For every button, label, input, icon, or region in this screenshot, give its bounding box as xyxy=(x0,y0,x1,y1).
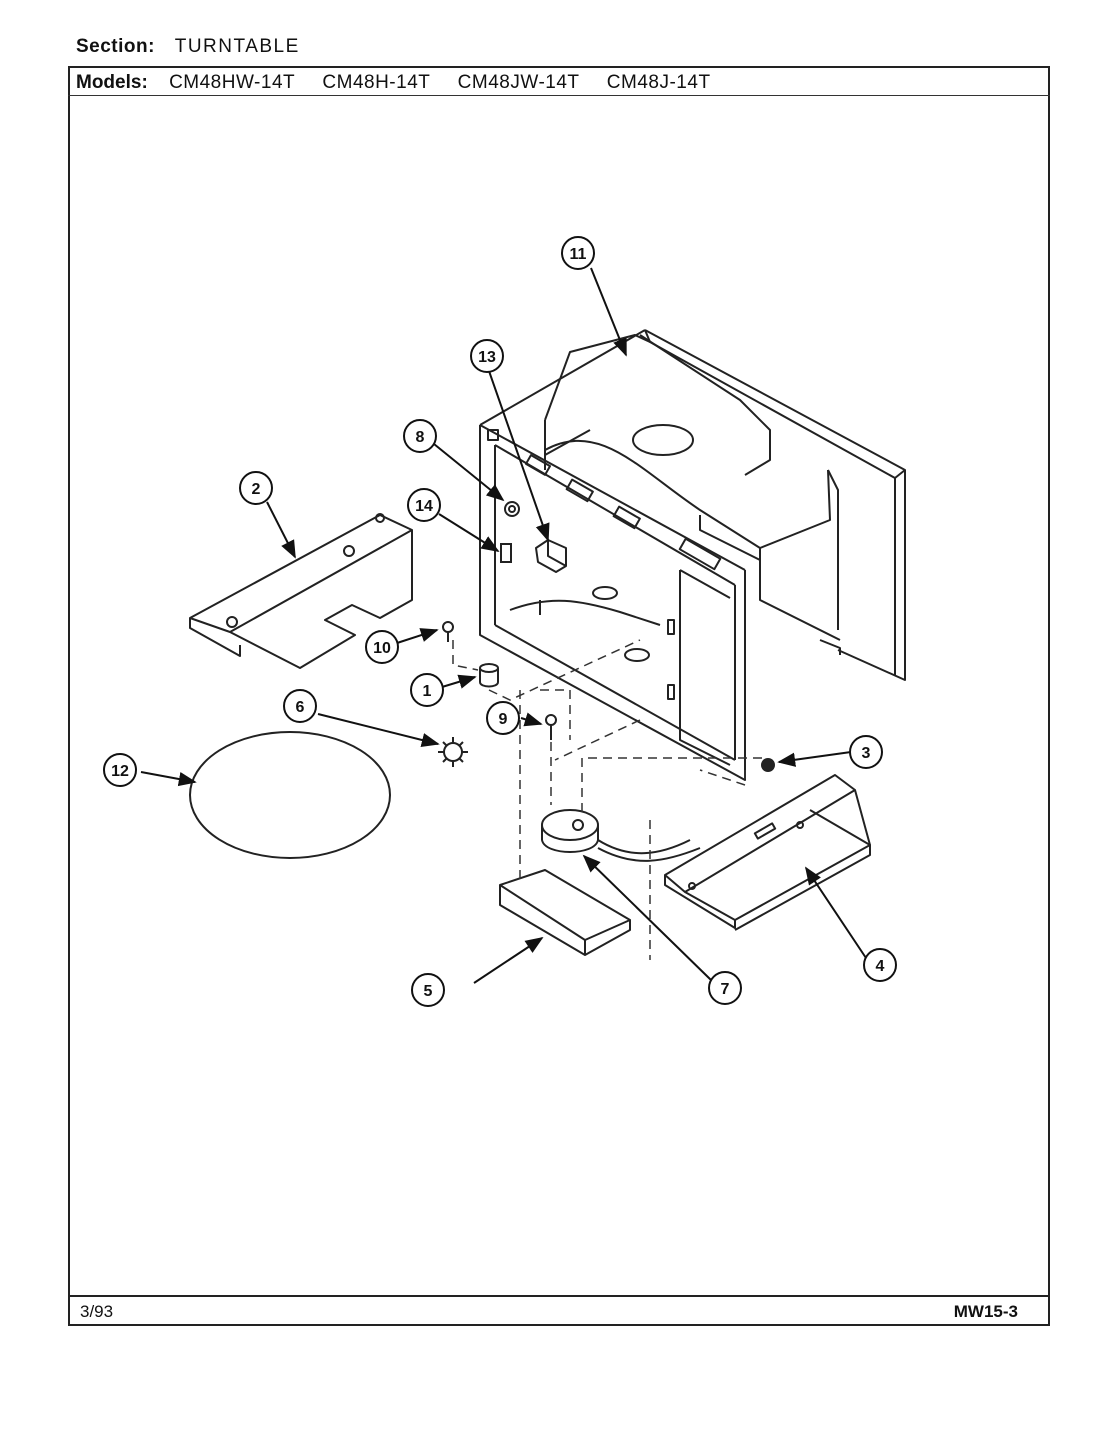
models-label: Models: xyxy=(76,72,148,93)
callout-11: 11 xyxy=(561,236,595,270)
section-value: TURNTABLE xyxy=(174,36,300,57)
callout-number: 14 xyxy=(415,498,433,515)
callout-number: 11 xyxy=(570,246,587,263)
callout-9: 9 xyxy=(486,701,520,735)
callout-number: 10 xyxy=(373,640,391,657)
callout-13: 13 xyxy=(470,339,504,373)
part-14-clip xyxy=(500,543,512,563)
model-3: CM48JW-14T xyxy=(457,72,580,93)
callout-number: 7 xyxy=(721,981,730,998)
callout-circle xyxy=(561,236,595,270)
callout-circle xyxy=(863,948,897,982)
callout-circle xyxy=(849,735,883,769)
header-divider xyxy=(68,95,1050,96)
part-1-coupler xyxy=(479,663,499,688)
models-line: Models: CM48HW-14T CM48H-14T CM48JW-14T … xyxy=(76,72,711,94)
part-4-motor-bracket xyxy=(664,774,871,931)
assembly-leader-lines xyxy=(452,639,768,960)
callout-number: 5 xyxy=(424,983,433,1000)
part-10-screw xyxy=(442,621,454,642)
callout-circle xyxy=(410,673,444,707)
callout-10: 10 xyxy=(365,630,399,664)
section-line: Section: TURNTABLE xyxy=(76,36,300,58)
callout-circle xyxy=(486,701,520,735)
callout-3: 3 xyxy=(849,735,883,769)
part-12-turntable-tray xyxy=(189,731,391,859)
callout-1: 1 xyxy=(410,673,444,707)
callout-number: 8 xyxy=(416,429,425,446)
callout-circle xyxy=(239,471,273,505)
callout-number: 12 xyxy=(111,763,129,780)
callout-4: 4 xyxy=(863,948,897,982)
callout-number: 13 xyxy=(478,349,496,366)
callout-12: 12 xyxy=(103,753,137,787)
callout-8: 8 xyxy=(403,419,437,453)
callout-number: 2 xyxy=(252,481,261,498)
part-9-screw xyxy=(545,714,557,740)
callout-7: 7 xyxy=(708,971,742,1005)
callout-circle xyxy=(407,488,441,522)
part-7-motor xyxy=(541,809,701,862)
model-4: CM48J-14T xyxy=(606,72,711,93)
callout-circle xyxy=(411,973,445,1007)
callout-circle xyxy=(403,419,437,453)
part-2-bracket xyxy=(189,513,413,669)
part-13-switch xyxy=(535,539,567,573)
diagram-frame xyxy=(68,66,1050,1326)
footer-date: 3/93 xyxy=(80,1302,114,1321)
footer-code: MW15-3 xyxy=(953,1302,1018,1321)
model-2: CM48H-14T xyxy=(322,72,431,93)
part-3-grommet xyxy=(761,758,775,772)
callout-5: 5 xyxy=(411,973,445,1007)
model-1: CM48HW-14T xyxy=(169,72,296,93)
callout-circle xyxy=(103,753,137,787)
callout-number: 1 xyxy=(423,683,432,700)
footer-rule xyxy=(68,1295,1050,1297)
callout-circle xyxy=(708,971,742,1005)
part-8-bushing xyxy=(504,501,520,517)
section-label: Section: xyxy=(76,36,155,57)
callout-number: 4 xyxy=(876,958,885,975)
callout-circle xyxy=(283,689,317,723)
callout-circle xyxy=(365,630,399,664)
part-6-gear xyxy=(438,737,468,767)
callout-2: 2 xyxy=(239,471,273,505)
cavity-housing xyxy=(479,329,906,781)
callout-number: 9 xyxy=(499,711,508,728)
callout-14: 14 xyxy=(407,488,441,522)
callout-leaders xyxy=(140,267,867,984)
callout-6: 6 xyxy=(283,689,317,723)
callout-number: 3 xyxy=(862,745,871,762)
part-5-cover xyxy=(499,869,631,956)
callout-circle xyxy=(470,339,504,373)
callout-number: 6 xyxy=(296,699,305,716)
